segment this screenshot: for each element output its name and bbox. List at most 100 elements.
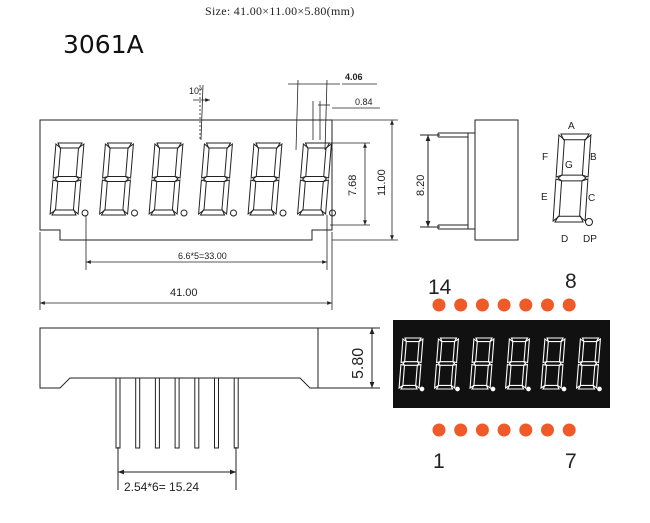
segment-g: [252, 176, 278, 182]
bottom-pin-3: [154, 377, 160, 449]
segment-d: [554, 215, 584, 223]
pin-dot-bottom-6: [541, 423, 554, 437]
segment-g: [153, 176, 179, 182]
segment-b: [224, 142, 233, 179]
legend-c: C: [588, 193, 595, 204]
pitch-dimension: [85, 215, 328, 270]
pin-dot-bottom-3: [475, 423, 489, 437]
pin-label-8: 8: [565, 270, 577, 293]
pinout-digit-3: [469, 337, 495, 390]
segment-a: [106, 142, 133, 149]
pinout-digit-2: [433, 337, 460, 390]
segment-g: [437, 361, 456, 366]
segment-f: [151, 142, 161, 179]
pin-dot-top-8: [562, 298, 576, 312]
segment-d: [150, 209, 176, 216]
segment-e: [49, 179, 59, 216]
segment-d: [249, 209, 275, 216]
segment-g: [402, 361, 420, 366]
segment-e: [575, 363, 583, 390]
segment-width-label: 0.84: [355, 97, 373, 107]
segment-c: [320, 179, 329, 216]
pinout-dp-2: [455, 386, 460, 392]
segment-d: [400, 384, 418, 390]
segment-a: [304, 142, 331, 149]
pinout-dp-5: [561, 386, 567, 392]
front-digit-2: [99, 142, 134, 216]
legend-digit: [552, 133, 592, 223]
pin-dot-bottom-1: [432, 423, 446, 437]
front-digit-3: [148, 142, 184, 216]
pin-pitch-label: 2.54*6= 15.24: [124, 480, 199, 494]
pinout-dp-6: [597, 386, 602, 392]
pin-dot-top-13: [454, 298, 468, 312]
segment-b: [273, 142, 283, 179]
segment-d: [471, 384, 489, 390]
front-digit-4: [198, 142, 233, 216]
front-dp-4: [230, 209, 237, 217]
segment-e: [247, 179, 257, 216]
segment-a: [255, 142, 281, 149]
segment-c: [270, 179, 280, 216]
segment-d: [506, 384, 525, 390]
pin-label-1: 1: [433, 450, 445, 473]
pinout-digit-4: [504, 337, 531, 390]
segment-e: [99, 179, 108, 216]
pin-dot-bottom-4: [497, 423, 511, 437]
segment-g: [202, 176, 229, 182]
segment-e: [469, 363, 477, 390]
bottom-pin-7: [233, 377, 239, 449]
segment-a: [205, 142, 232, 149]
segment-c: [72, 179, 82, 216]
segment-a: [156, 142, 182, 149]
bottom-pin-5: [194, 377, 200, 449]
legend-g: G: [565, 160, 573, 171]
segment-f: [250, 142, 260, 179]
pin-dot-bottom-2: [454, 423, 468, 437]
segment-a: [57, 142, 83, 149]
segment-b: [174, 142, 184, 179]
pinout-digit-5: [540, 337, 566, 390]
segment-f: [102, 142, 111, 179]
pin-span-label: 8.20: [415, 175, 427, 196]
angle-label: 10°: [189, 86, 203, 96]
pinout-dp-4: [526, 386, 531, 392]
front-dp-2: [131, 209, 138, 217]
depth-label: 5.80: [350, 348, 367, 379]
bottom-pin-4: [174, 377, 180, 449]
segment-c: [122, 179, 131, 216]
digit-width-annotation: [288, 79, 340, 151]
pinout-dp-3: [490, 386, 496, 392]
legend-e: E: [541, 192, 548, 203]
pinout-digit-6: [575, 337, 602, 390]
segment-d: [577, 384, 596, 390]
legend-dp-dot: [585, 218, 593, 226]
segment-e: [297, 179, 306, 216]
legend-b: B: [590, 152, 597, 163]
front-digit-6: [297, 142, 332, 216]
legend-a: A: [568, 121, 575, 132]
front-dp-6: [329, 209, 336, 217]
size-spec: Size: 41.00×11.00×5.80(mm): [205, 4, 355, 18]
segment-b: [125, 142, 134, 179]
segment-g: [579, 361, 598, 366]
segment-g: [301, 176, 328, 182]
pin-dot-top-11: [497, 298, 511, 312]
front-digit-1: [49, 142, 85, 216]
length-label: 41.00: [170, 287, 198, 299]
segment-g: [103, 176, 130, 182]
segment-g: [54, 176, 80, 182]
segment-g: [473, 361, 491, 366]
angle-annotation: [193, 84, 210, 141]
segment-e: [198, 179, 207, 216]
bottom-pin-6: [214, 377, 219, 449]
segment-d: [542, 384, 560, 390]
length-dimension: [39, 232, 333, 310]
model-number: 3061A: [63, 30, 144, 59]
segment-c: [579, 178, 589, 223]
pin-dot-top-12: [475, 298, 489, 312]
pin-dot-bottom-7: [562, 423, 576, 437]
segment-g: [544, 361, 562, 366]
pin-label-14: 14: [428, 276, 452, 299]
segment-e: [433, 363, 441, 390]
